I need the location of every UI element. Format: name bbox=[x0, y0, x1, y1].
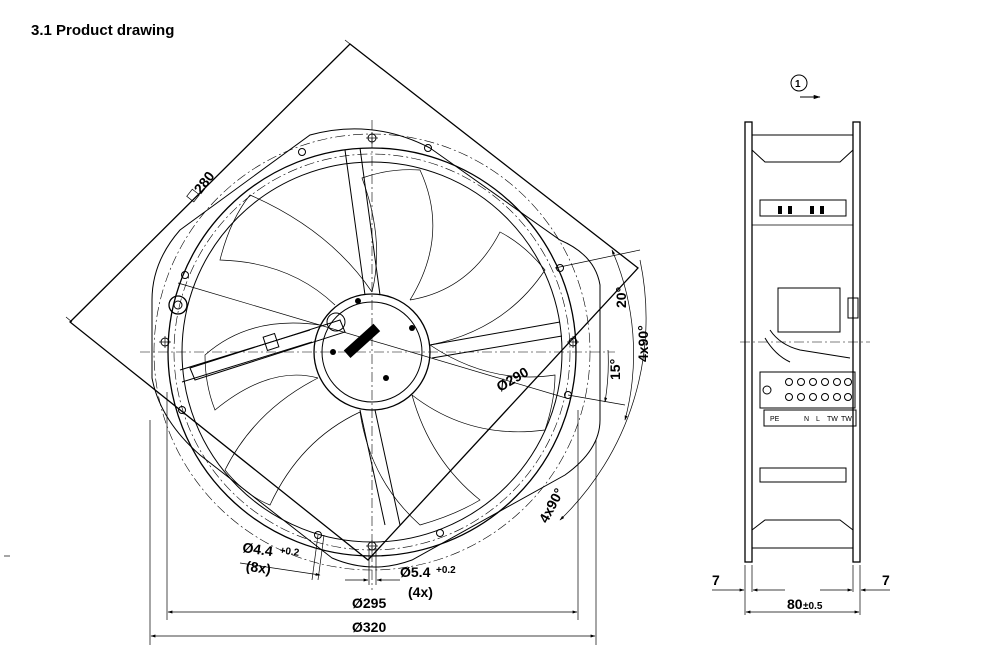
hole-4-4-tol: +0.2 bbox=[279, 545, 301, 559]
dim-290-line bbox=[177, 282, 567, 399]
page-title: 3.1 Product drawing bbox=[31, 22, 175, 39]
depth-label: 80 bbox=[787, 596, 803, 612]
width-right-label: 7 bbox=[882, 572, 890, 588]
angle-4x90-bottom-label: 4x90° bbox=[536, 485, 567, 525]
label-plate bbox=[343, 323, 381, 358]
depth-tol-label: ±0.5 bbox=[803, 601, 823, 612]
housing-outline bbox=[151, 128, 601, 568]
angle-4x90-right-label: 4x90° bbox=[635, 325, 651, 362]
dim-295-label: Ø295 bbox=[352, 595, 386, 611]
front-view bbox=[65, 39, 647, 645]
cable-bar bbox=[189, 319, 346, 381]
square-outline bbox=[69, 43, 639, 561]
struts bbox=[179, 147, 563, 526]
terminal-n: N bbox=[804, 416, 809, 423]
hole-5-4-tol: +0.2 bbox=[436, 565, 456, 576]
terminal-tw-2: TW bbox=[841, 416, 852, 423]
fan-blades bbox=[204, 169, 556, 526]
angle-20-label: 20° bbox=[613, 287, 629, 308]
dim-280-label: 280 bbox=[191, 168, 218, 196]
ground-lug bbox=[168, 295, 188, 315]
terminal-tw-1: TW bbox=[827, 416, 838, 423]
width-left-label: 7 bbox=[712, 572, 720, 588]
terminal-pe: PE bbox=[770, 416, 780, 423]
flow-marker-label: 1 bbox=[795, 79, 801, 90]
terminal-l: L bbox=[816, 416, 820, 423]
angle-15-label: 15° bbox=[607, 359, 623, 380]
hole-4-4-label: Ø4.4 bbox=[242, 539, 274, 559]
side-view: 1 PE N L bbox=[712, 74, 890, 615]
hub-inner bbox=[321, 301, 423, 403]
hole-5-4-count: (4x) bbox=[408, 584, 433, 600]
hole-4-4-count: (8x) bbox=[245, 558, 272, 577]
dim-320-label: Ø320 bbox=[352, 619, 386, 635]
hole-5-4-label: Ø5.4 bbox=[400, 564, 431, 580]
terminal-screws bbox=[762, 378, 852, 401]
